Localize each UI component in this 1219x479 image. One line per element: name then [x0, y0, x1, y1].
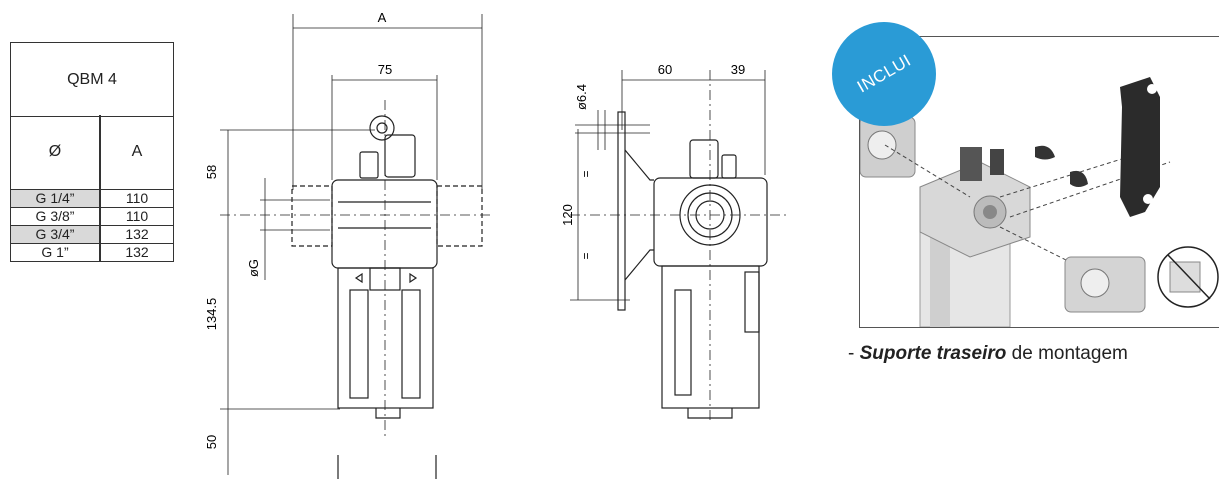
- size-cell: G 3/4”: [11, 225, 99, 243]
- dim-top-label: 58: [204, 165, 219, 179]
- includes-badge: INCLUI: [832, 22, 936, 126]
- dim-port-label: øG: [246, 259, 261, 277]
- caption-bold: Suporte traseiro: [859, 343, 1007, 364]
- a-header: A: [131, 143, 143, 160]
- front-view-drawing: A 75 58 øG 134.5 50: [204, 10, 490, 479]
- size-cell: G 3/8”: [11, 207, 99, 225]
- caption-rest: de montagem: [1006, 343, 1128, 364]
- a-value-cell: 132: [101, 243, 173, 261]
- caption-prefix: -: [848, 343, 860, 364]
- equal-mark-top: =: [579, 170, 593, 177]
- size-header: Ø: [48, 143, 62, 160]
- dim-left-label: 60: [658, 62, 672, 77]
- equal-mark-bottom: =: [579, 252, 593, 259]
- side-view-drawing: ø6.4 60 39 120 = =: [560, 62, 790, 420]
- a-value-cell: 132: [101, 225, 173, 243]
- dim-body-label: 134.5: [204, 298, 219, 331]
- table-title: QBM 4: [10, 42, 174, 117]
- badge-label: INCLUI: [853, 50, 914, 97]
- a-value-cell: 110: [101, 207, 173, 225]
- dim-clearance-label: 50: [204, 435, 219, 449]
- dim-right-label: 39: [731, 62, 745, 77]
- dim-height-label: 120: [560, 204, 575, 226]
- size-cell: G 1”: [11, 243, 99, 261]
- bracket-illustration: [860, 77, 1219, 327]
- a-value-cell: 110: [101, 189, 173, 207]
- size-cell: G 1/4”: [11, 189, 99, 207]
- dim-width-label: 75: [378, 62, 392, 77]
- dim-hole-label: ø6.4: [574, 84, 589, 110]
- photo-caption: - Suporte traseiro de montagem: [848, 343, 1128, 365]
- dim-a-label: A: [378, 10, 387, 25]
- size-column: Ø G 1/4”G 3/8”G 3/4”G 1”: [10, 115, 100, 262]
